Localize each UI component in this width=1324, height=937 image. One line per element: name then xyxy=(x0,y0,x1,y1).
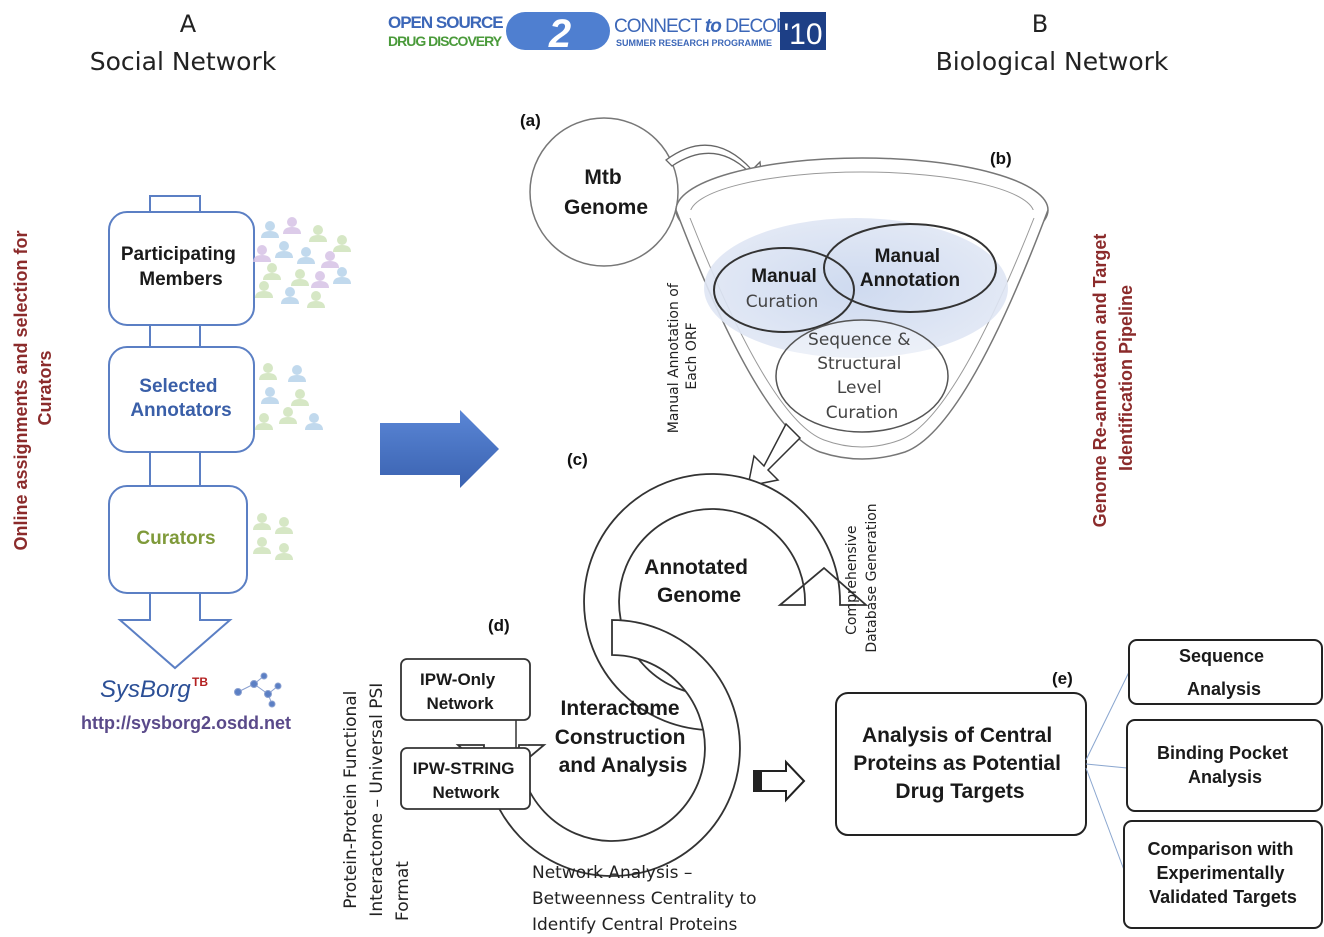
header-right-letter: B xyxy=(1032,10,1048,38)
label-d: (d) xyxy=(488,616,510,635)
people-group-members-icon xyxy=(253,217,351,308)
funnel-glow xyxy=(704,218,1008,358)
network-icon xyxy=(234,672,282,708)
sequence-curation-label: Sequence & Structural Level Curation xyxy=(808,330,916,423)
participating-members-box xyxy=(108,211,255,326)
selected-annotators-label: Selected Annotators xyxy=(130,376,231,421)
curators-label: Curators xyxy=(136,528,215,549)
pipeline-label: Genome Re-annotation and Target Identifi… xyxy=(1090,229,1136,528)
annotated-genome-cycle-arrow xyxy=(583,473,869,731)
header-left-letter: A xyxy=(180,10,197,38)
logo-summer: SUMMER RESEARCH PROGRAMME xyxy=(616,38,772,48)
sysborg-tb: TB xyxy=(192,675,208,689)
funnel-to-genome-arrow xyxy=(747,422,802,487)
annotated-genome-label: Annotated Genome xyxy=(644,556,754,607)
label-e: (e) xyxy=(1052,669,1073,688)
social-side-label: Online assignments and selection for Cur… xyxy=(11,225,55,550)
logo-year-box xyxy=(780,12,826,50)
selected-annotators-box xyxy=(108,346,255,453)
binding-pocket-label: Binding Pocket Analysis xyxy=(1157,743,1293,787)
mtb-genome-circle xyxy=(529,117,679,267)
analysis-connectors xyxy=(1085,671,1130,871)
sequence-analysis-label: Sequence Analysis xyxy=(1179,646,1269,699)
to-analysis-arrow-tail xyxy=(754,771,762,791)
osdd-logo: OPEN SOURCE DRUG DISCOVERY 2 CONNECT to … xyxy=(388,12,826,56)
transition-arrow xyxy=(380,410,499,488)
manual-curation-label-2: Curation xyxy=(746,292,819,312)
sysborg-logo: SysBorg TB xyxy=(100,672,282,708)
interactome-label: Interactome Construction and Analysis xyxy=(555,697,692,777)
logo-pill xyxy=(506,12,610,50)
manual-annotation-circle xyxy=(823,223,997,313)
comparison-box xyxy=(1123,820,1323,929)
logo-number: 2 xyxy=(548,12,571,56)
logo-connect: CONNECT to DECODE xyxy=(614,16,801,37)
ipw-only-label: IPW-Only Network xyxy=(420,670,500,713)
central-proteins-label: Analysis of Central Proteins as Potentia… xyxy=(853,724,1067,803)
comprehensive-db-label: Comprehensive Database Generation xyxy=(844,503,880,652)
logo-year: '10 xyxy=(783,18,822,51)
logo-open-source: OPEN SOURCE xyxy=(388,13,503,32)
ipw-string-box xyxy=(400,747,531,810)
network-analysis-label: Network Analysis – Betweenness Centralit… xyxy=(532,863,762,935)
binding-pocket-box xyxy=(1126,719,1323,812)
sysborg-wordmark: SysBorg xyxy=(100,676,191,703)
ppi-format-label: Protein-Protein Functional Interactome –… xyxy=(341,677,413,921)
header-left-title: Social Network xyxy=(90,47,277,76)
people-group-annotators-icon xyxy=(255,363,323,430)
social-flow-arrow xyxy=(149,195,201,213)
manual-curation-circle xyxy=(713,247,855,333)
ipw-string-label: IPW-STRING Network xyxy=(413,759,519,802)
mtb-genome-label: Mtb Genome xyxy=(564,166,648,219)
participating-members-label: Participating Members xyxy=(121,244,241,290)
manual-orf-label: Manual Annotation of Each ORF xyxy=(666,279,700,434)
curation-funnel xyxy=(675,157,1049,460)
logo-to: to xyxy=(705,16,721,37)
label-c: (c) xyxy=(567,450,588,469)
sequence-analysis-box xyxy=(1128,639,1323,705)
manual-curation-label-1: Manual xyxy=(751,266,816,287)
label-a: (a) xyxy=(520,111,541,130)
manual-annotation-label: Manual Annotation xyxy=(860,246,960,291)
social-connectors xyxy=(117,196,233,670)
sequence-curation-circle xyxy=(775,319,949,433)
curators-box xyxy=(108,485,248,594)
logo-drug-discovery: DRUG DISCOVERY xyxy=(388,33,503,49)
ipw-only-box xyxy=(400,658,531,721)
comparison-label: Comparison with Experimentally Validated… xyxy=(1147,839,1298,907)
label-b: (b) xyxy=(990,149,1012,168)
header-right-title: Biological Network xyxy=(936,47,1169,76)
sysborg-url[interactable]: http://sysborg2.osdd.net xyxy=(81,713,291,733)
people-group-curators-icon xyxy=(253,513,293,560)
